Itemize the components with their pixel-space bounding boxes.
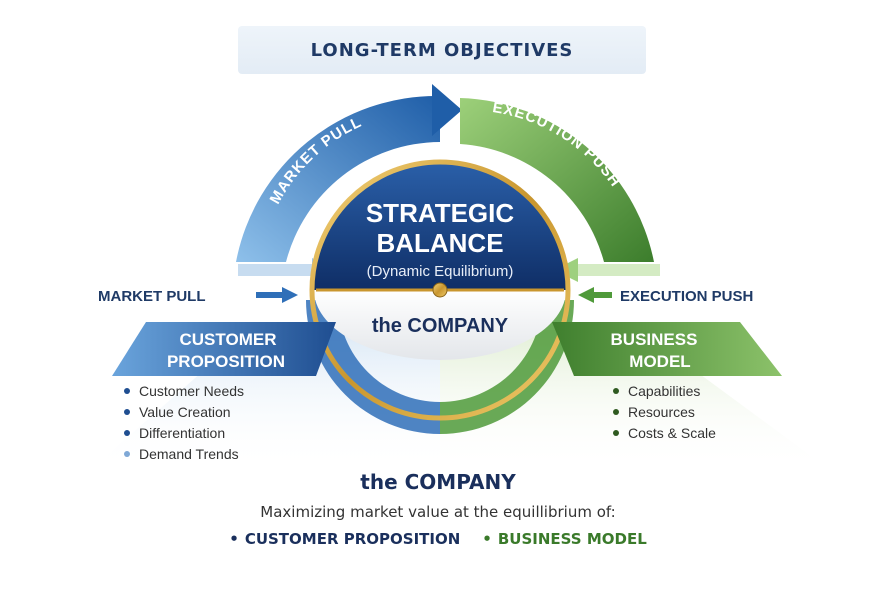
- long-term-objectives-banner: LONG-TERM OBJECTIVES: [238, 26, 646, 74]
- list-bullet: [124, 451, 130, 457]
- market-pull-arc: [236, 95, 440, 262]
- left-panel-title-line1: CUSTOMER: [180, 330, 277, 349]
- side-left-arrowhead: [282, 287, 298, 303]
- list-bullet: [124, 388, 130, 394]
- list-bullet: [613, 430, 619, 436]
- list-item: Value Creation: [139, 404, 231, 420]
- right-panel-title-line1: BUSINESS: [611, 330, 698, 349]
- right-panel-list: Capabilities Resources Costs & Scale: [613, 383, 716, 441]
- market-pull-arc-arrowhead: [432, 84, 462, 136]
- lower-green-ring: [440, 300, 574, 434]
- footer-title: the COMPANY: [360, 470, 516, 494]
- center-subtitle: (Dynamic Equilibrium): [367, 263, 514, 280]
- execution-push-arc: [460, 98, 654, 262]
- objectives-title: LONG-TERM OBJECTIVES: [310, 39, 574, 61]
- business-model-panel: [552, 322, 782, 376]
- customer-proposition-panel: [112, 322, 336, 376]
- footer-right-item: • BUSINESS MODEL: [482, 530, 646, 548]
- left-panel-list: Customer Needs Value Creation Differenti…: [124, 383, 244, 462]
- list-bullet: [613, 409, 619, 415]
- footer-left-item: • CUSTOMER PROPOSITION: [229, 530, 460, 548]
- lower-blue-ring: [306, 300, 440, 434]
- center-company-label: the COMPANY: [372, 315, 509, 337]
- left-panel-title-line2: PROPOSITION: [167, 352, 285, 371]
- list-item: Demand Trends: [139, 446, 239, 462]
- list-item: Capabilities: [628, 383, 700, 399]
- footer-left-item-label: CUSTOMER PROPOSITION: [244, 530, 461, 548]
- side-left-label: MARKET PULL: [98, 288, 206, 305]
- side-right-label: EXECUTION PUSH: [620, 288, 753, 305]
- center-title-line1: STRATEGIC: [366, 198, 515, 228]
- footer-subtitle: Maximizing market value at the equillibr…: [260, 503, 616, 521]
- footer-right-item-label: BUSINESS MODEL: [497, 530, 647, 548]
- footer-equilibrium-items: • CUSTOMER PROPOSITION • BUSINESS MODEL: [0, 530, 876, 548]
- list-bullet: [124, 409, 130, 415]
- list-item: Customer Needs: [139, 383, 244, 399]
- right-panel-title-line2: MODEL: [629, 352, 690, 371]
- gold-pivot: [432, 282, 448, 298]
- list-item: Differentiation: [139, 425, 225, 441]
- center-title-line2: BALANCE: [376, 228, 503, 258]
- side-right-arrowhead: [578, 287, 594, 303]
- list-bullet: [124, 430, 130, 436]
- bullet-dot-icon: •: [229, 530, 239, 548]
- company-plate: [314, 290, 566, 360]
- strategic-balance-dome: [314, 164, 566, 290]
- gold-rim: [309, 159, 571, 421]
- list-bullet: [613, 388, 619, 394]
- list-item: Resources: [628, 404, 695, 420]
- bullet-dot-icon: •: [482, 530, 492, 548]
- list-item: Costs & Scale: [628, 425, 716, 441]
